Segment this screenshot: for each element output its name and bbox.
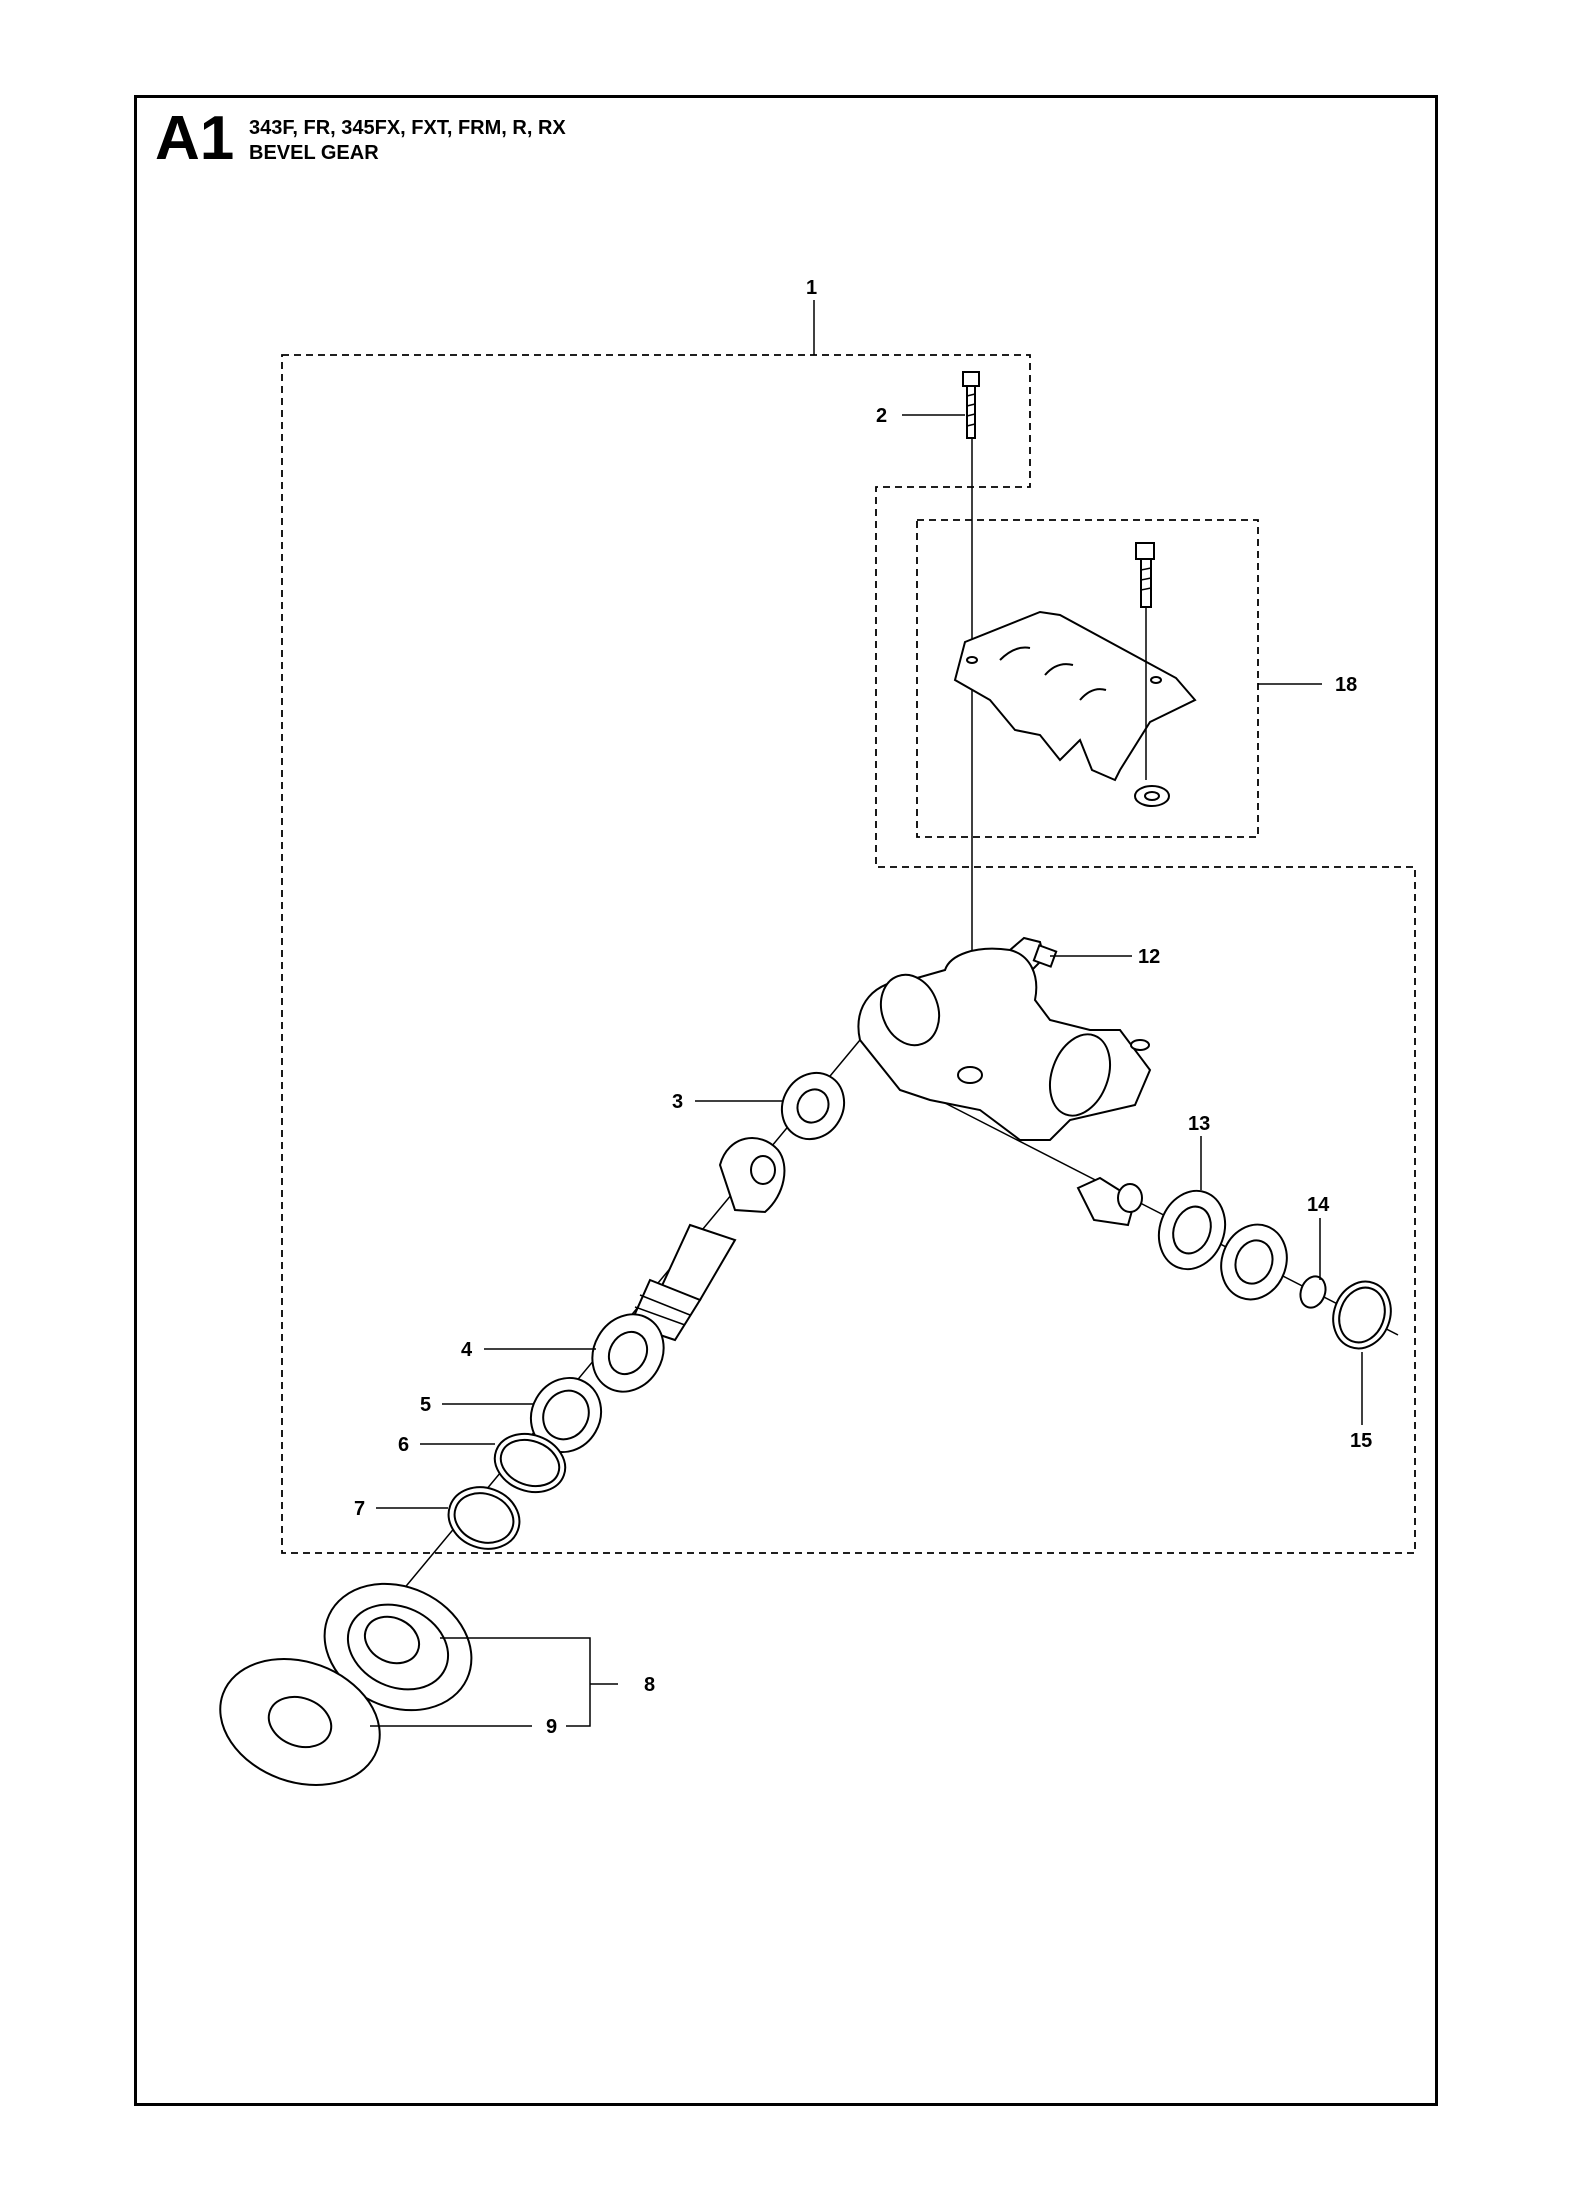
callout-8: 8 <box>644 1674 655 1696</box>
callout-13: 13 <box>1188 1113 1210 1135</box>
part-3-bearing <box>780 1071 846 1141</box>
part-4-bearing <box>591 1313 665 1393</box>
leader-8 <box>440 1637 591 1727</box>
model-list: 343F, FR, 345FX, FXT, FRM, R, RX <box>249 117 566 139</box>
callout-9: 9 <box>546 1716 557 1738</box>
part-8-flange <box>323 1582 473 1712</box>
section-title: BEVEL GEAR <box>249 142 379 164</box>
part-2-screw <box>962 371 980 439</box>
section-id: A1 <box>155 104 235 173</box>
output-gear-shaft <box>628 1137 786 1342</box>
part-14-washer <box>1299 1275 1327 1309</box>
callout-2: 2 <box>876 405 887 427</box>
callout-12: 12 <box>1138 946 1160 968</box>
gear-housing <box>857 947 1152 1141</box>
callout-18: 18 <box>1335 674 1357 696</box>
part-18-guard-plate <box>953 542 1197 807</box>
page-frame <box>134 95 1438 2106</box>
part-6-washer <box>493 1432 567 1494</box>
part-5-seal <box>529 1376 603 1454</box>
part-15-circlip <box>1332 1280 1392 1350</box>
pinion-gear <box>1076 1176 1143 1227</box>
assembly-1-boundary <box>281 354 1416 1554</box>
callout-5: 5 <box>420 1394 431 1416</box>
assembly-18-boundary <box>916 519 1259 838</box>
callout-1: 1 <box>806 277 817 299</box>
callout-14: 14 <box>1307 1194 1330 1216</box>
callout-4: 4 <box>461 1339 473 1361</box>
callout-15: 15 <box>1350 1430 1372 1452</box>
callout-3: 3 <box>672 1091 683 1113</box>
part-9-cup <box>219 1658 381 1786</box>
part-7-circlip <box>447 1486 521 1550</box>
callout-7: 7 <box>354 1498 365 1520</box>
part-13-bearing <box>1157 1189 1227 1271</box>
spacer-bearing <box>1220 1223 1288 1301</box>
callout-6: 6 <box>398 1434 409 1456</box>
